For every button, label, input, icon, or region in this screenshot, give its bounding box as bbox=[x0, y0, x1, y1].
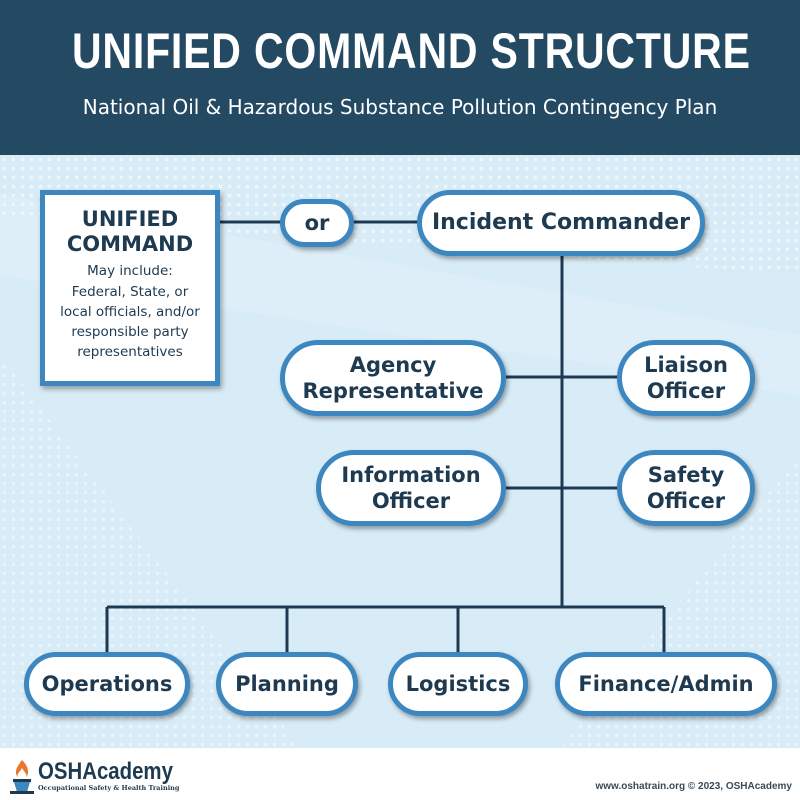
logo-tagline: Occupational Safety & Health Training bbox=[38, 784, 180, 792]
agency-representative-node: Agency Representative bbox=[280, 340, 506, 416]
torch-icon bbox=[10, 760, 34, 794]
finance-admin-node: Finance/Admin bbox=[555, 652, 777, 716]
unified-command-title: UNIFIED COMMAND bbox=[66, 207, 194, 257]
planning-node: Planning bbox=[216, 652, 358, 716]
header: UNIFIED COMMAND STRUCTURE National Oil &… bbox=[0, 0, 800, 155]
copyright-credit: www.oshatrain.org © 2023, OSHAcademy bbox=[595, 781, 792, 792]
logistics-node: Logistics bbox=[388, 652, 528, 716]
liaison-officer-node: Liaison Officer bbox=[617, 340, 755, 416]
logo-wordmark: OSHAcademy bbox=[38, 758, 173, 785]
or-node: or bbox=[280, 199, 354, 247]
unified-command-box: UNIFIED COMMAND May include: Federal, St… bbox=[40, 190, 220, 386]
information-officer-node: Information Officer bbox=[316, 450, 506, 526]
unified-command-description: May include: Federal, State, or local of… bbox=[60, 263, 200, 361]
page-subtitle: National Oil & Hazardous Substance Pollu… bbox=[82, 95, 718, 119]
footer bbox=[0, 748, 800, 800]
page-title: UNIFIED COMMAND STRUCTURE bbox=[72, 23, 751, 79]
safety-officer-node: Safety Officer bbox=[617, 450, 755, 526]
incident-commander-node: Incident Commander bbox=[417, 190, 705, 256]
operations-node: Operations bbox=[24, 652, 190, 716]
oshacademy-logo[interactable]: OSHAcademy Occupational Safety & Health … bbox=[8, 758, 179, 794]
